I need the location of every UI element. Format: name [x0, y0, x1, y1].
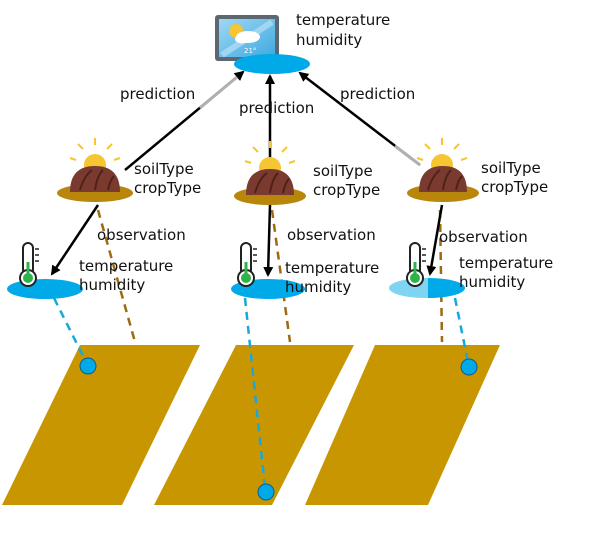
soil-mound-icon — [57, 138, 133, 202]
sensor-label-humidity-right: humidity — [459, 273, 525, 291]
forecast-label-temperature: temperature — [296, 11, 390, 29]
observation-arrow-left — [50, 204, 100, 276]
link-sensor-right — [453, 297, 470, 363]
field-plot-left — [2, 345, 200, 505]
sensor-disc-left — [7, 279, 83, 299]
soil-mound-icon — [234, 141, 306, 205]
sensor-label-temperature-middle: temperature — [285, 259, 379, 277]
sensor-label-temperature-right: temperature — [459, 254, 553, 272]
thermometer-icon — [237, 242, 257, 287]
thermometer-icon — [19, 242, 39, 287]
sensor-label-temperature-left: temperature — [79, 257, 173, 275]
observation-arrow-right — [426, 204, 444, 276]
prediction-label-right: prediction — [340, 85, 415, 103]
forecast-label-humidity: humidity — [296, 31, 362, 49]
field-plot-middle — [154, 345, 354, 505]
prediction-label-middle: prediction — [239, 99, 314, 117]
observation-label-left: observation — [97, 226, 186, 244]
field-label-soiltype-left: soilType — [134, 160, 194, 178]
plot-sensor-dot-left — [79, 357, 97, 375]
prediction-arrow-right-highlight — [394, 144, 421, 167]
soil-mound-icon — [407, 138, 479, 202]
field-plot-right — [305, 345, 500, 505]
prediction-arrow-left-highlight — [199, 75, 238, 110]
field-label-soiltype-right: soilType — [481, 159, 541, 177]
prediction-label-left: prediction — [120, 85, 195, 103]
observation-label-right: observation — [439, 228, 528, 246]
link-sensor-middle — [243, 297, 267, 489]
thermometer-icon — [406, 242, 426, 287]
plot-sensor-dot-middle — [257, 483, 275, 501]
sensor-label-humidity-middle: humidity — [285, 278, 351, 296]
field-label-soiltype-middle: soilType — [313, 162, 373, 180]
field-label-croptype-right: cropType — [481, 178, 548, 196]
observation-arrow-middle — [263, 204, 274, 277]
forecast-disc — [234, 54, 310, 74]
observation-label-middle: observation — [287, 226, 376, 244]
weather-reading: 21° — [244, 47, 256, 55]
link-field-left — [96, 209, 137, 343]
sensor-disc-right-fill — [428, 278, 465, 298]
field-label-croptype-middle: cropType — [313, 181, 380, 199]
weather-monitor-icon: 21° — [215, 15, 279, 61]
sensor-label-humidity-left: humidity — [79, 276, 145, 294]
field-label-croptype-left: cropType — [134, 179, 201, 197]
plot-sensor-dot-right — [460, 358, 478, 376]
link-sensor-left — [52, 297, 88, 363]
